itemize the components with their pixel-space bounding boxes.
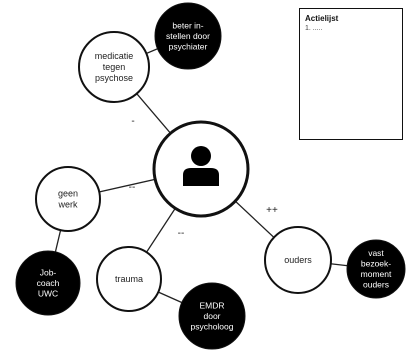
action-list-title: Actielijst [305, 14, 339, 23]
action-list-box: Actielijst 1. ..... [299, 8, 403, 140]
person-icon [183, 146, 219, 186]
node-label-line: bezoek- [361, 259, 391, 269]
node-label-line: geen [58, 189, 78, 199]
action-list-item: 1. ..... [305, 25, 323, 32]
node-label-line: psychose [95, 73, 133, 83]
node-trauma: trauma [96, 246, 162, 312]
node-label-line: ouders [284, 255, 312, 265]
node-label-line: vast [368, 248, 384, 258]
node-label-line: coach [37, 278, 60, 288]
node-label-line: beter in- [172, 20, 203, 30]
relation-label-geen_werk: -- [129, 182, 136, 193]
node-label-line: EMDR [199, 300, 224, 310]
node-label-line: trauma [115, 274, 143, 284]
relation-label-ouders: ++ [266, 205, 278, 216]
node-label-line: tegen [103, 62, 126, 72]
center-node [152, 120, 250, 218]
node-label-line: moment [361, 269, 392, 279]
node-label-line: door [203, 311, 220, 321]
relation-label-trauma: -- [178, 228, 185, 239]
node-label-line: werk [57, 200, 78, 210]
node-ouders: ouders [264, 226, 332, 294]
node-label-line: Job- [40, 267, 57, 277]
node-label-line: medicatie [95, 51, 134, 61]
node-label-line: UWC [38, 288, 58, 298]
node-label-line: stellen door [166, 31, 210, 41]
relation-label-medicatie: - [131, 116, 134, 127]
node-label-line: psychiater [169, 41, 208, 51]
node-label-line: psycholoog [190, 321, 233, 331]
node-label-line: ouders [363, 280, 389, 290]
